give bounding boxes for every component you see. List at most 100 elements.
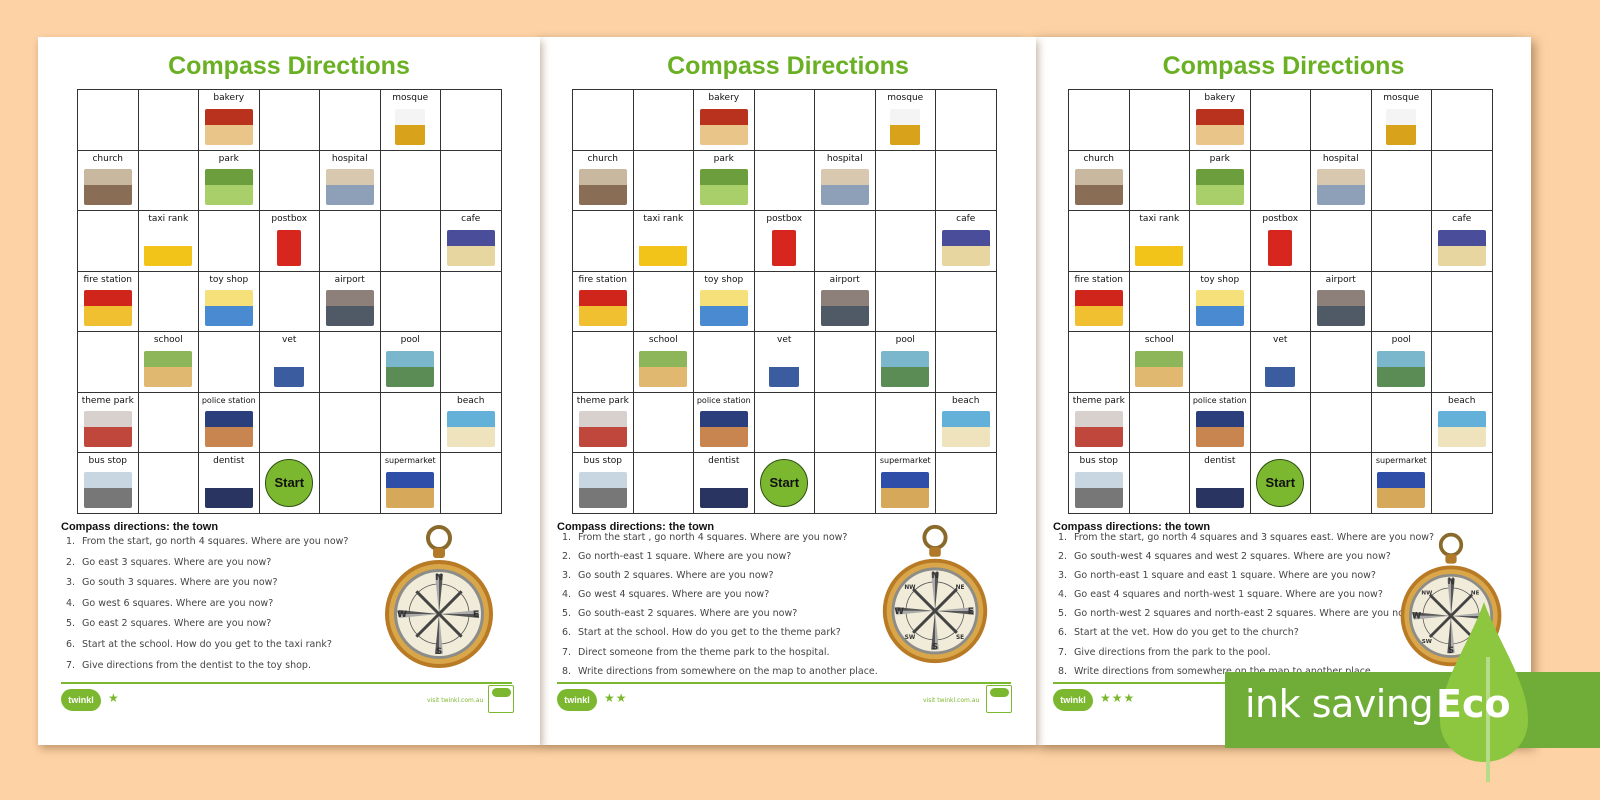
beach-icon — [941, 411, 990, 447]
police-station-icon — [1195, 411, 1244, 447]
svg-text:W: W — [1412, 611, 1421, 621]
question-item: 3.Go south 3 squares. Where are you now? — [66, 577, 278, 589]
grid-cell-empty — [573, 332, 634, 393]
school-icon — [639, 350, 688, 387]
grid-cell-empty — [1311, 453, 1372, 514]
church-icon — [578, 169, 627, 205]
eco-label: Eco — [1436, 682, 1511, 726]
place-label: mosque — [887, 93, 924, 103]
place-label: supermarket — [1375, 456, 1427, 465]
place-label: hospital — [1322, 153, 1359, 164]
question-item: 4.Go west 6 squares. Where are you now? — [66, 597, 274, 609]
theme-park-icon — [578, 411, 627, 447]
svg-text:NE: NE — [956, 585, 965, 591]
grid-cell-empty — [1250, 150, 1311, 211]
airport-icon — [1316, 290, 1365, 326]
leaf-drop-icon — [1440, 602, 1528, 782]
question-item: 3.Go north-east 1 square and east 1 squa… — [1058, 570, 1376, 582]
visit-link[interactable]: visit twinkl.com.au — [923, 697, 980, 704]
question-item: 2.Go east 3 squares. Where are you now? — [66, 556, 272, 568]
question-item: 8.Write directions from somewhere on the… — [1058, 665, 1374, 677]
questions-heading: Compass directions: the town — [61, 521, 219, 533]
grid-cell-bus-stop: bus stop — [573, 453, 634, 514]
place-label: hospital — [331, 153, 368, 164]
grid-cell-theme-park: theme park — [573, 392, 634, 453]
grid-cell-empty — [1190, 332, 1251, 393]
place-label: beach — [1448, 395, 1476, 406]
grid-cell-hospital: hospital — [320, 150, 381, 211]
grid-cell-police-station: police station — [1190, 392, 1251, 453]
postbox-icon — [772, 229, 797, 266]
question-item: 6.Start at the vet. How do you get to th… — [1058, 627, 1299, 639]
place-label: school — [648, 335, 678, 345]
place-label: police station — [1192, 395, 1247, 405]
place-label: postbox — [766, 214, 803, 224]
grid-cell-empty — [1432, 90, 1493, 151]
grid-cell-empty — [1069, 90, 1130, 151]
svg-text:N: N — [1447, 576, 1454, 586]
vet-icon — [274, 350, 305, 387]
worksheet-title: Compass Directions — [667, 52, 909, 80]
supermarket-icon — [881, 471, 930, 508]
grid-cell-empty — [1190, 211, 1251, 272]
cafe-icon — [1437, 229, 1486, 266]
grid-cell-toy-shop: toy shop — [1190, 271, 1251, 332]
grid-cell-empty — [875, 150, 936, 211]
start-marker: Start — [760, 458, 809, 507]
grid-cell-toy-shop: toy shop — [199, 271, 260, 332]
place-label: pool — [1391, 335, 1411, 345]
grid-cell-empty — [1250, 90, 1311, 151]
grid-cell-vet: vet — [259, 332, 320, 393]
grid-cell-empty — [815, 332, 876, 393]
place-label: cafe — [956, 214, 976, 224]
worksheet-title: Compass Directions — [168, 52, 410, 80]
visit-link[interactable]: visit twinkl.com.au — [427, 697, 484, 704]
grid-cell-empty — [1371, 392, 1432, 453]
grid-cell-empty — [633, 392, 694, 453]
grid-cell-empty — [441, 271, 502, 332]
airport-icon — [325, 290, 374, 326]
grid-cell-empty — [259, 90, 320, 151]
grid-cell-empty — [1069, 211, 1130, 272]
police-station-icon — [204, 411, 253, 447]
grid-cell-empty — [1129, 150, 1190, 211]
svg-text:E: E — [473, 610, 479, 620]
park-icon — [1195, 169, 1244, 205]
grid-cell-empty — [1432, 271, 1493, 332]
grid-cell-empty — [78, 332, 139, 393]
grid-cell-mosque: mosque — [380, 90, 441, 151]
mosque-icon — [1386, 108, 1417, 145]
place-label: dentist — [708, 456, 740, 466]
pool-icon — [1377, 350, 1426, 387]
beach-icon — [446, 411, 495, 447]
bus-stop-icon — [1074, 471, 1123, 508]
school-icon — [144, 350, 193, 387]
bakery-icon — [699, 108, 748, 145]
grid-cell-empty — [875, 211, 936, 272]
airport-icon — [820, 290, 869, 326]
grid-cell-bus-stop: bus stop — [1069, 453, 1130, 514]
grid-cell-empty — [259, 392, 320, 453]
questions-list: 1.From the start, go north 4 squares and… — [1058, 532, 1434, 685]
grid-cell-fire-station: fire station — [573, 271, 634, 332]
question-item: 2.Go south-west 4 squares and west 2 squ… — [1058, 551, 1391, 563]
grid-cell-supermarket: supermarket — [1371, 453, 1432, 514]
grid-cell-empty — [754, 90, 815, 151]
toy-shop-icon — [699, 290, 748, 326]
question-item: 6.Start at the school. How do you get to… — [562, 627, 841, 639]
grid-cell-empty — [1311, 392, 1372, 453]
grid-cell-pool: pool — [1371, 332, 1432, 393]
grid-cell-taxi-rank: taxi rank — [1129, 211, 1190, 272]
grid-cell-empty — [633, 271, 694, 332]
grid-cell-empty — [138, 271, 199, 332]
toy-shop-icon — [1195, 290, 1244, 326]
ink-saving-eco-banner: ink saving Eco — [1225, 602, 1600, 782]
place-label: toy shop — [1200, 274, 1240, 285]
question-item: 5.Go north-west 2 squares and north-east… — [1058, 608, 1417, 620]
mosque-icon — [890, 108, 921, 145]
grid-cell-empty — [441, 453, 502, 514]
grid-cell-empty — [815, 211, 876, 272]
